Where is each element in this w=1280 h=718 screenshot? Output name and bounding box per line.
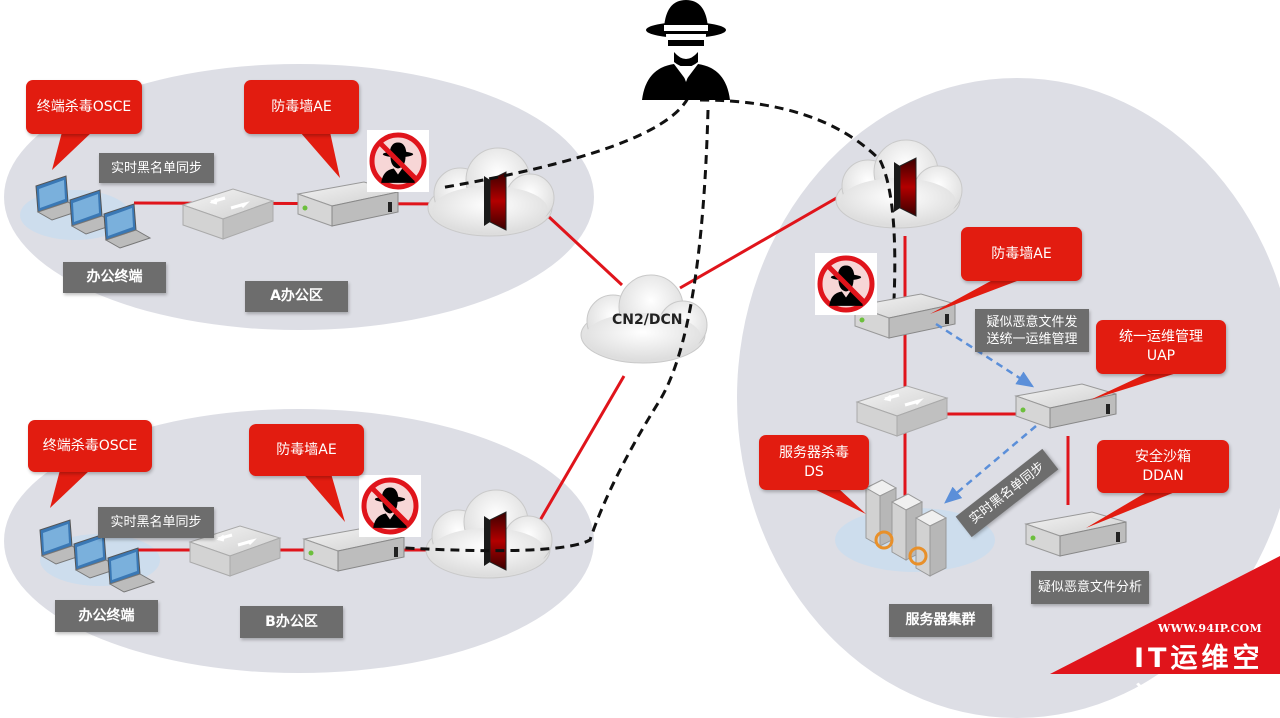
sync-label-b: 实时黑名单同步 (98, 507, 214, 538)
osce-label: 终端杀毒OSCE (42, 437, 138, 454)
zone-a-label: A办公区 (245, 281, 348, 312)
analysis-label: 疑似恶意文件分析 (1031, 571, 1149, 604)
zone-b-label: B办公区 (240, 606, 343, 638)
suspect-send-label: 疑似恶意文件发 送统一运维管理 (975, 309, 1089, 352)
switch-icon (855, 384, 949, 438)
osce-callout-a: 终端杀毒OSCE (26, 80, 142, 134)
server-appliance-icon (1015, 383, 1117, 429)
firewall-door-icon (483, 171, 507, 231)
wan-label: CN2/DCN (612, 312, 683, 328)
ddan-callout: 安全沙箱 DDAN (1097, 440, 1229, 493)
attack-paths (404, 97, 897, 553)
firewall-callout-a: 防毒墙AE (244, 80, 359, 134)
firewall-label: 防毒墙AE (271, 98, 332, 115)
diagram-graphics (20, 0, 1280, 674)
file-flows (935, 322, 1037, 504)
sync-label-a: 实时黑名单同步 (99, 153, 214, 183)
terminal-label-b: 办公终端 (55, 600, 158, 632)
network-diagram: 终端杀毒OSCE 防毒墙AE 实时黑名单同步 办公终端 A办公区 终端杀毒OSC… (4, 0, 1280, 718)
blocked-hacker-icon (367, 130, 429, 192)
blocked-hacker-icon (359, 475, 421, 537)
osce-callout-b: 终端杀毒OSCE (28, 420, 152, 472)
terminal-label-a: 办公终端 (63, 262, 166, 293)
watermark-name: IT运维空间 (1134, 643, 1264, 713)
server-zone-label: 服务器集群 (889, 604, 992, 637)
server-tower-icon (915, 509, 947, 577)
uap-callout: 统一运维管理 UAP (1096, 320, 1226, 374)
ds-callout: 服务器杀毒 DS (759, 435, 869, 490)
firewall-door-icon (483, 511, 507, 571)
firewall-callout-server: 防毒墙AE (961, 227, 1082, 281)
switch-icon (181, 187, 275, 241)
firewall-label: 防毒墙AE (276, 441, 337, 458)
watermark-url: WWW.94IP.COM (1158, 622, 1263, 635)
osce-label: 终端杀毒OSCE (36, 98, 132, 115)
server-appliance-icon (1025, 511, 1127, 557)
firewall-callout-b: 防毒墙AE (249, 424, 364, 476)
red-links (133, 194, 1070, 552)
firewall-door-icon (893, 157, 917, 217)
hacker-icon (642, 0, 730, 100)
firewall-label: 防毒墙AE (991, 245, 1052, 262)
blocked-hacker-icon (815, 253, 877, 315)
